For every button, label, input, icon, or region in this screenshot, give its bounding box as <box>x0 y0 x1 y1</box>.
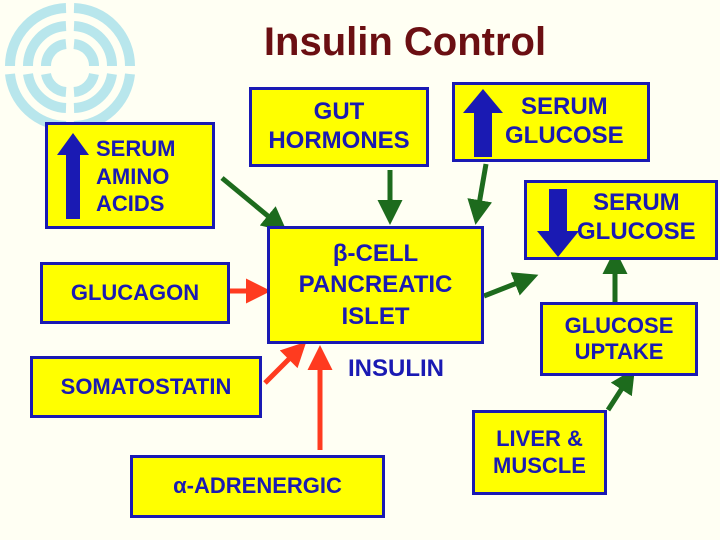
down-arrow-icon <box>537 189 579 257</box>
page-title: Insulin Control <box>263 20 547 64</box>
up-arrow-icon <box>463 89 503 157</box>
insulin-label: INSULIN <box>348 355 444 382</box>
serum-glucose-down-box: SERUM GLUCOSE <box>524 180 718 260</box>
serum-glucose-up-box: SERUM GLUCOSE <box>452 82 650 162</box>
edge-glucose-to-beta <box>467 163 493 225</box>
serum-glucose-up-label: SERUM GLUCOSE <box>505 93 624 149</box>
gut-hormones-label: GUT HORMONES <box>268 98 410 154</box>
glucagon-label: GLUCAGON <box>70 279 200 305</box>
serum-amino-acids-label: SERUM AMINO ACIDS <box>96 136 176 216</box>
edge-amino-to-beta <box>220 176 287 232</box>
edge-beta-to-glucose <box>483 272 539 299</box>
somatostatin-label: SOMATOSTATIN <box>60 373 232 399</box>
beta-cell-label: β-CELL PANCREATIC ISLET <box>298 240 453 330</box>
alpha-adrenergic-box: α-ADRENERGIC <box>130 455 385 518</box>
serum-glucose-down-label: SERUM GLUCOSE <box>577 189 696 245</box>
up-arrow-icon <box>57 133 89 219</box>
serum-amino-acids-box: SERUM AMINO ACIDS <box>45 122 215 229</box>
liver-muscle-label: LIVER & MUSCLE <box>493 426 586 478</box>
glucagon-box: GLUCAGON <box>40 262 230 324</box>
edge-somatostatin-to-beta <box>263 341 307 385</box>
glucose-uptake-box: GLUCOSE UPTAKE <box>540 302 698 376</box>
glucose-uptake-label: GLUCOSE UPTAKE <box>564 312 674 364</box>
logo-icon <box>5 3 135 130</box>
beta-cell-box: β-CELL PANCREATIC ISLET <box>267 226 484 344</box>
somatostatin-box: SOMATOSTATIN <box>30 356 262 418</box>
liver-muscle-box: LIVER & MUSCLE <box>472 410 607 495</box>
edge-liver-to-uptake <box>605 368 635 412</box>
gut-hormones-box: GUT HORMONES <box>249 87 429 167</box>
alpha-adrenergic-label: α-ADRENERGIC <box>173 473 342 499</box>
